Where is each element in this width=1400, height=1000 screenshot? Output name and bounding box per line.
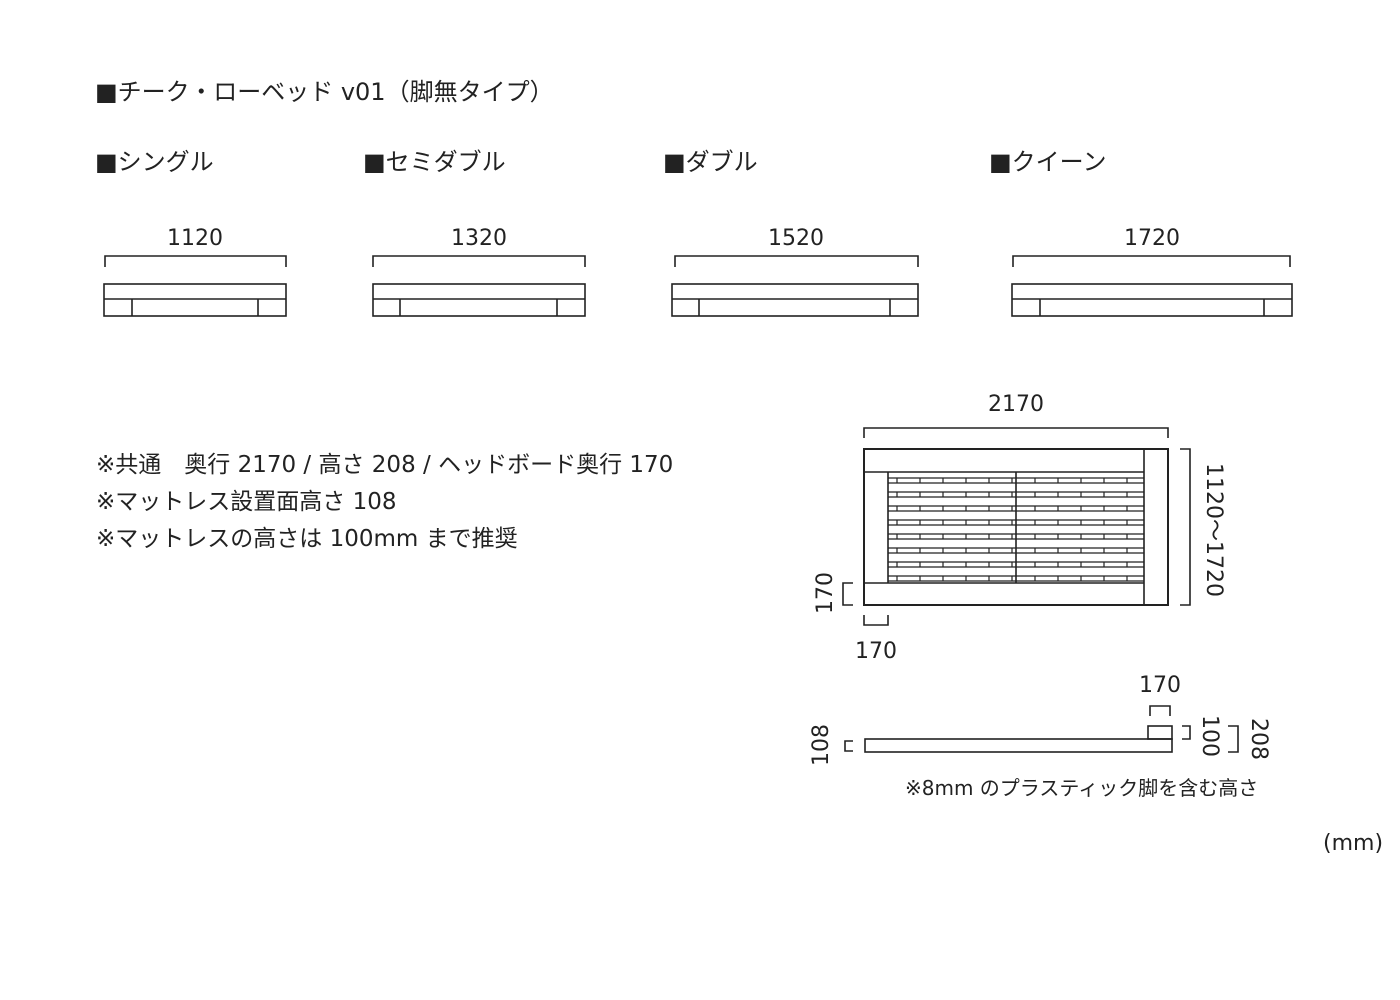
side-view: 170 100 208 108 bbox=[809, 673, 1271, 766]
width-dimension: 1120 bbox=[167, 226, 223, 251]
bottom-rail-dimension: 170 bbox=[855, 639, 897, 664]
width-dimension: 1320 bbox=[451, 226, 507, 251]
side-rail-dimension: 170 bbox=[813, 572, 838, 614]
size-label-semidouble: ■セミダブル bbox=[363, 148, 506, 176]
page-title: ■チーク・ローベッド v01（脚無タイプ） bbox=[95, 78, 554, 106]
width-range-dimension: 1120～1720 bbox=[1201, 463, 1226, 597]
front-view-single: 1120 bbox=[103, 226, 287, 317]
size-label-double: ■ダブル bbox=[663, 148, 758, 176]
mattress-height-dimension: 108 bbox=[809, 724, 834, 766]
front-view-semidouble: 1320 bbox=[372, 226, 586, 317]
note-common: ※共通 奥行 2170 / 高さ 208 / ヘッドボード奥行 170 bbox=[96, 452, 674, 478]
front-view-double: 1520 bbox=[671, 226, 919, 317]
total-height-dimension: 208 bbox=[1246, 718, 1271, 760]
headboard-above-dimension: 100 bbox=[1197, 715, 1222, 757]
size-label-queen: ■クイーン bbox=[989, 148, 1107, 176]
width-dimension: 1520 bbox=[768, 226, 824, 251]
note-mattress-height: ※マットレス設置面高さ 108 bbox=[96, 489, 397, 515]
length-dimension: 2170 bbox=[988, 392, 1044, 417]
note-mattress-recommend: ※マットレスの高さは 100mm まで推奨 bbox=[96, 526, 518, 552]
headboard-depth-dimension: 170 bbox=[1139, 673, 1181, 698]
side-footnote: ※8mm のプラスティック脚を含む高さ bbox=[905, 776, 1259, 800]
front-view-queen: 1720 bbox=[1011, 226, 1293, 317]
unit-label: (mm) bbox=[1323, 831, 1384, 856]
size-label-single: ■シングル bbox=[95, 148, 214, 176]
width-dimension: 1720 bbox=[1124, 226, 1180, 251]
plan-view: 2170 1120～1720 170 170 bbox=[813, 392, 1226, 664]
